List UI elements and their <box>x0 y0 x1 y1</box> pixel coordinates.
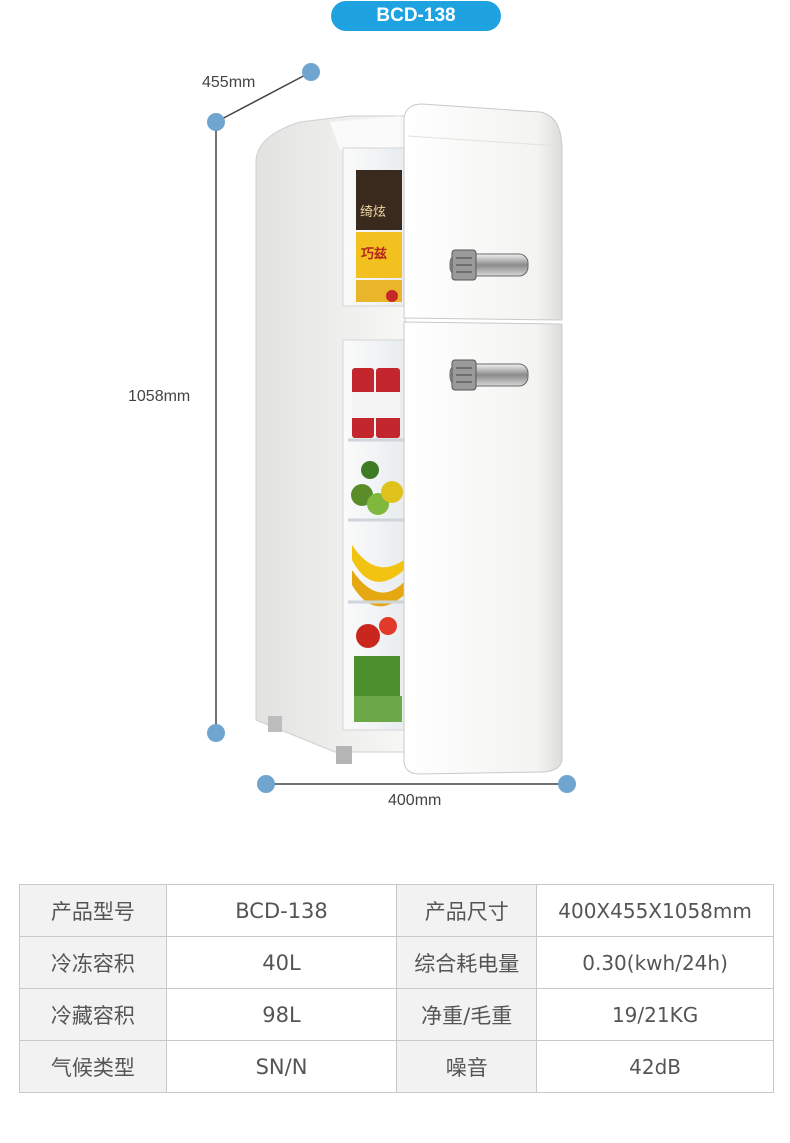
fridge-figure: 绮炫 巧兹 <box>207 63 576 793</box>
spec-label: 冷藏容积 <box>19 988 167 1041</box>
spec-value: 98L <box>165 988 398 1041</box>
freezer-door <box>403 103 563 321</box>
spec-label: 冷冻容积 <box>19 936 167 989</box>
svg-text:巧兹: 巧兹 <box>361 246 387 262</box>
spec-value: 400X455X1058mm <box>536 884 774 937</box>
spec-value: SN/N <box>165 1040 398 1093</box>
height-dimension-line <box>207 113 225 742</box>
spec-label: 噪音 <box>396 1040 538 1093</box>
freezer-handle-icon <box>449 249 529 281</box>
fridge-door <box>403 321 563 775</box>
width-label: 400mm <box>388 792 442 809</box>
model-badge: BCD-138 <box>331 1 501 31</box>
table-row: 气候类型 SN/N 噪音 42dB <box>19 1040 774 1093</box>
spec-value: 40L <box>165 936 398 989</box>
depth-label: 455mm <box>202 74 256 91</box>
table-row: 冷冻容积 40L 综合耗电量 0.30(kwh/24h) <box>19 936 774 989</box>
fridge-handle-icon <box>449 359 529 391</box>
svg-text:绮炫: 绮炫 <box>360 204 386 220</box>
width-dimension-line <box>257 775 576 793</box>
spec-value: 19/21KG <box>536 988 774 1041</box>
depth-dimension-line <box>215 63 320 123</box>
table-row: 冷藏容积 98L 净重/毛重 19/21KG <box>19 988 774 1041</box>
table-row: 产品型号 BCD-138 产品尺寸 400X455X1058mm <box>19 884 774 937</box>
height-label: 1058mm <box>128 388 191 405</box>
spec-value: 42dB <box>536 1040 774 1093</box>
spec-value: 0.30(kwh/24h) <box>536 936 774 989</box>
spec-value: BCD-138 <box>165 884 398 937</box>
spec-label: 气候类型 <box>19 1040 167 1093</box>
spec-label: 产品尺寸 <box>396 884 538 937</box>
spec-table: 产品型号 BCD-138 产品尺寸 400X455X1058mm 冷冻容积 40… <box>19 884 774 1093</box>
spec-label: 产品型号 <box>19 884 167 937</box>
spec-label: 净重/毛重 <box>396 988 538 1041</box>
spec-label: 综合耗电量 <box>396 936 538 989</box>
fridge-body: 绮炫 巧兹 <box>255 115 556 764</box>
